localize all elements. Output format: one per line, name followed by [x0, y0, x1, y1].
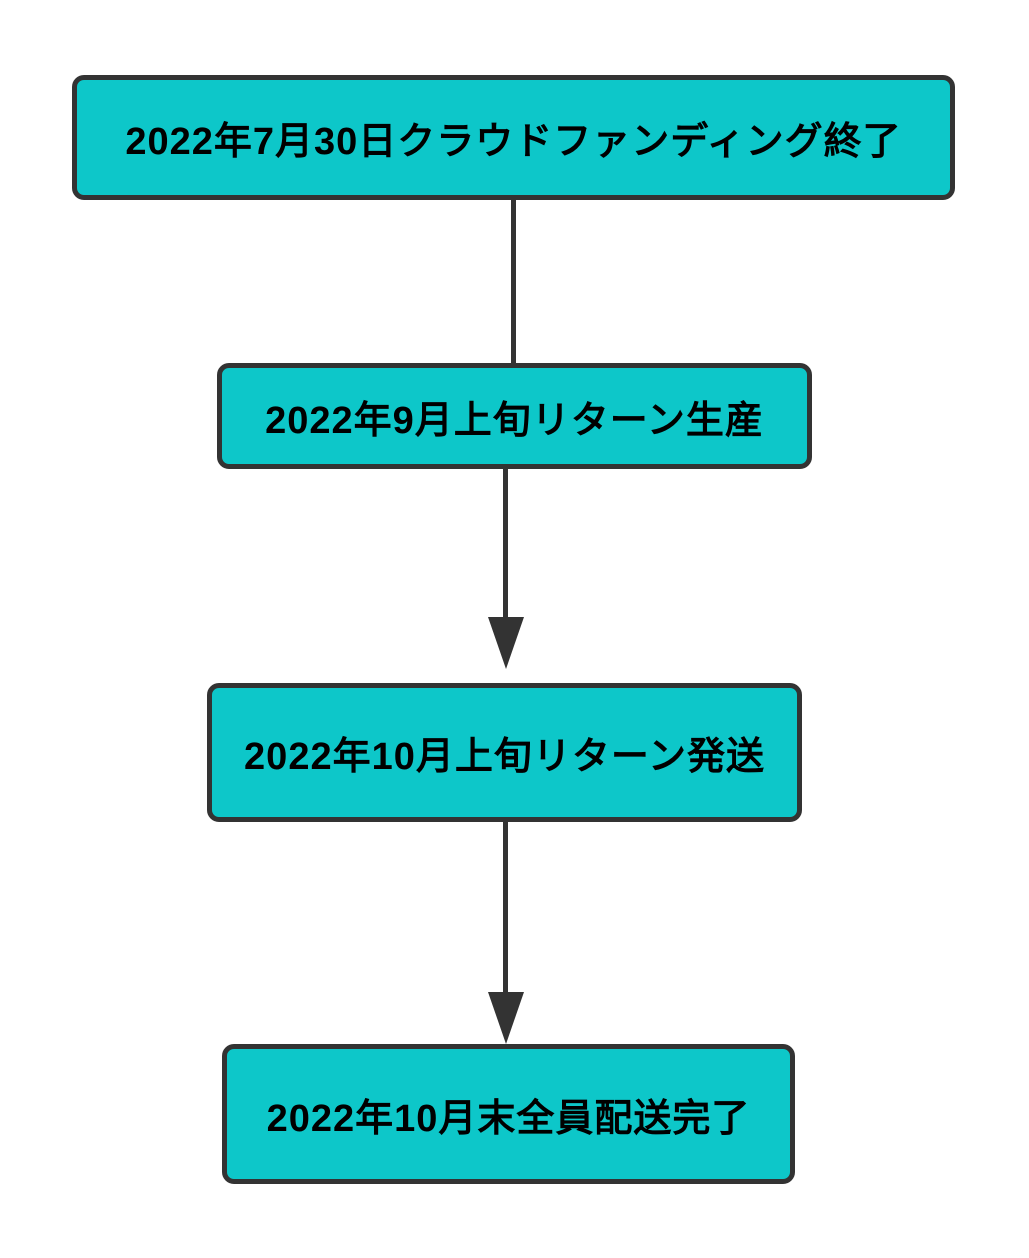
- node-label: 2022年9月上旬リターン生産: [265, 399, 764, 442]
- arrow-down-head-icon: [488, 617, 524, 669]
- connector-line-1: [511, 200, 516, 363]
- node-label: 2022年10月末全員配送完了: [266, 1097, 751, 1140]
- node-label: 2022年10月上旬リターン発送: [244, 736, 765, 778]
- flowchart-node-delivery-complete: 2022年10月末全員配送完了: [222, 1044, 795, 1184]
- arrow-down-head-icon: [488, 992, 524, 1044]
- node-label: 2022年7月30日クラウドファンディング終了: [125, 121, 902, 163]
- flowchart-node-crowdfunding-end: 2022年7月30日クラウドファンディング終了: [72, 75, 955, 200]
- connector-line-2: [503, 469, 508, 617]
- flowchart-node-return-production: 2022年9月上旬リターン生産: [217, 363, 812, 469]
- connector-line-3: [503, 822, 508, 992]
- flowchart-node-return-shipping: 2022年10月上旬リターン発送: [207, 683, 802, 822]
